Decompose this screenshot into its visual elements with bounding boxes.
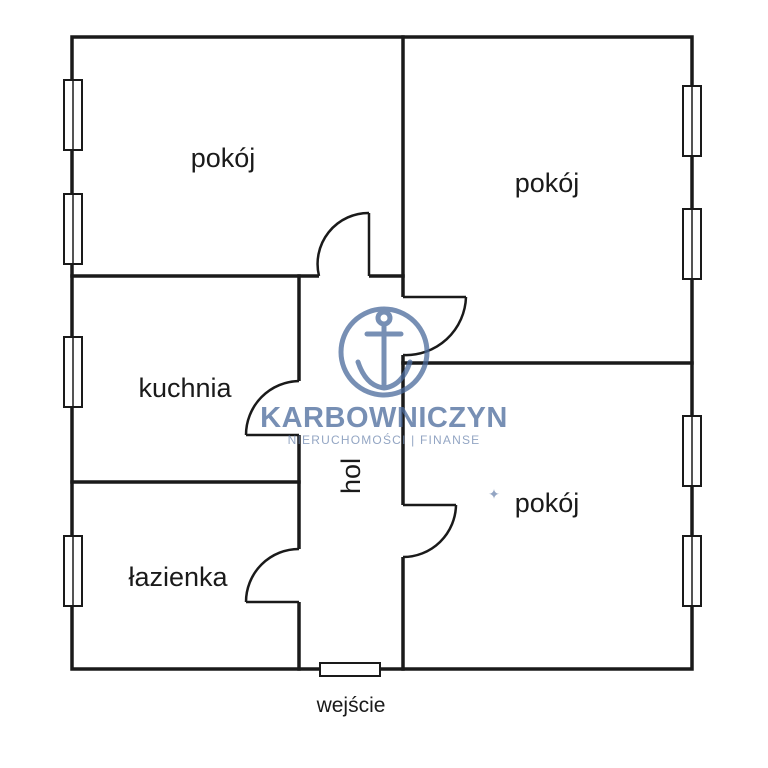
door-kitchen [244,379,302,437]
door-top-left-room [316,211,371,279]
window-left-4 [63,535,83,607]
window-right-2 [682,208,702,280]
room-label-hall: hol [336,458,366,494]
window-left-2 [63,193,83,265]
door-bottom-right-room [400,503,458,559]
room-label-kitchen: kuchnia [138,373,232,403]
window-right-1 [682,85,702,157]
room-label-top-right: pokój [515,168,580,198]
watermark-brand: KARBOWNICZYN [260,402,508,434]
door-bathroom [244,547,302,604]
window-right-4 [682,535,702,607]
room-label-bottom-right: pokój [515,488,580,518]
watermark-ring [338,306,430,398]
room-label-top-left: pokój [191,143,256,173]
sparkle-icon: ✦ [488,488,500,503]
window-left-1 [63,79,83,151]
entrance-label: wejście [316,694,386,717]
room-label-bathroom: łazienka [128,562,228,592]
anchor-icon [355,309,413,391]
window-left-3 [63,336,83,408]
watermark-logo: KARBOWNICZYN NIERUCHOMOŚCI | FINANSE ✦ [260,306,508,503]
window-right-3 [682,415,702,487]
door-top-right-room [400,295,468,357]
entrance-door [319,662,381,677]
watermark-tagline: NIERUCHOMOŚCI | FINANSE [288,432,481,447]
